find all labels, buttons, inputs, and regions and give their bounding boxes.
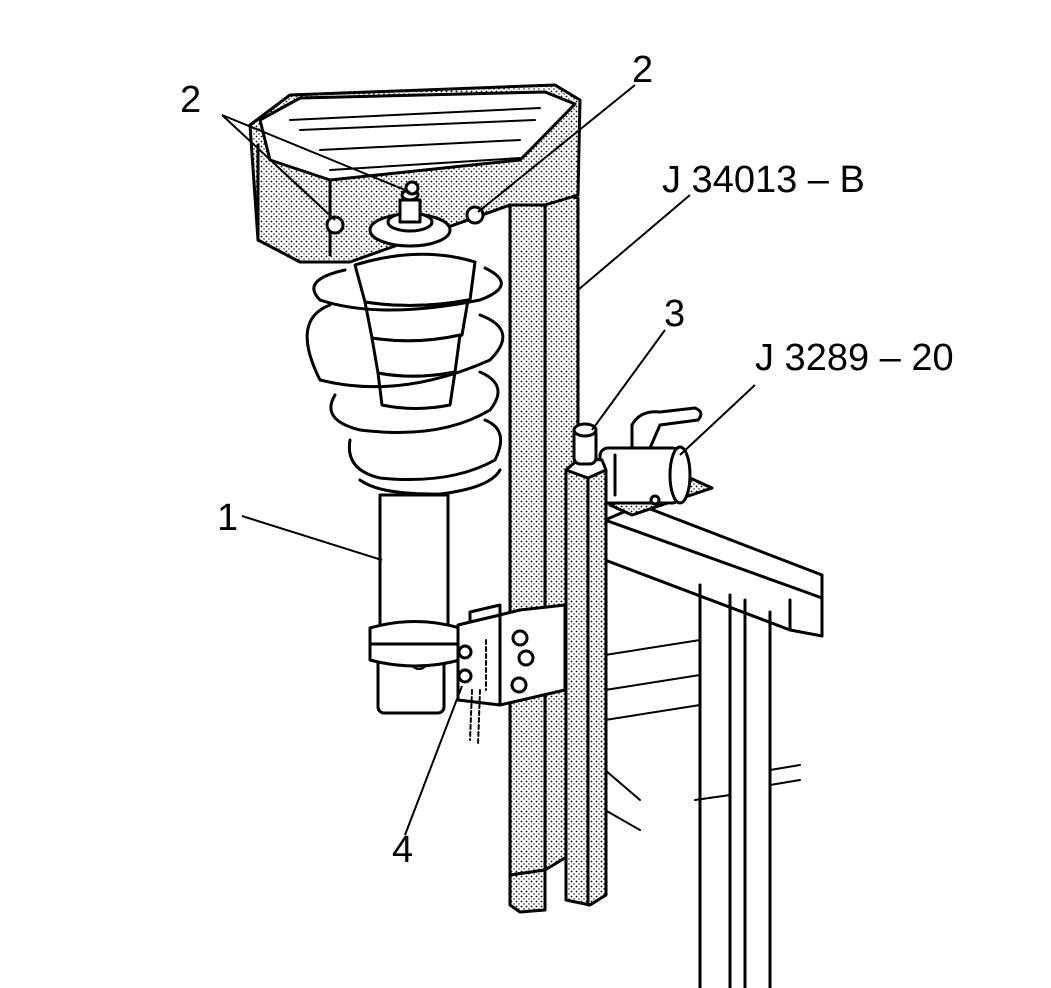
leader-lines	[221, 84, 756, 836]
callout-compressor-tool: J 34013 – B	[662, 159, 865, 201]
bench-frame	[603, 503, 824, 988]
nut-left	[325, 215, 345, 235]
locking-pin	[457, 668, 473, 684]
strut-assembly	[305, 252, 505, 715]
callout-nut-right: 2	[632, 49, 653, 91]
callout-adapter-pin: 3	[664, 293, 685, 335]
callout-holding-fixture: J 3289 – 20	[755, 337, 954, 379]
callouts: 2 2 J 34013 – B 3 J 3289 – 20 1 4	[180, 49, 954, 871]
compressor-column	[508, 188, 608, 914]
callout-strut-assembly: 1	[217, 497, 238, 539]
holding-fixture	[598, 406, 714, 517]
lower-bracket	[456, 603, 567, 746]
callout-nut-left: 2	[180, 79, 201, 121]
callout-locking-pin: 4	[392, 829, 413, 871]
